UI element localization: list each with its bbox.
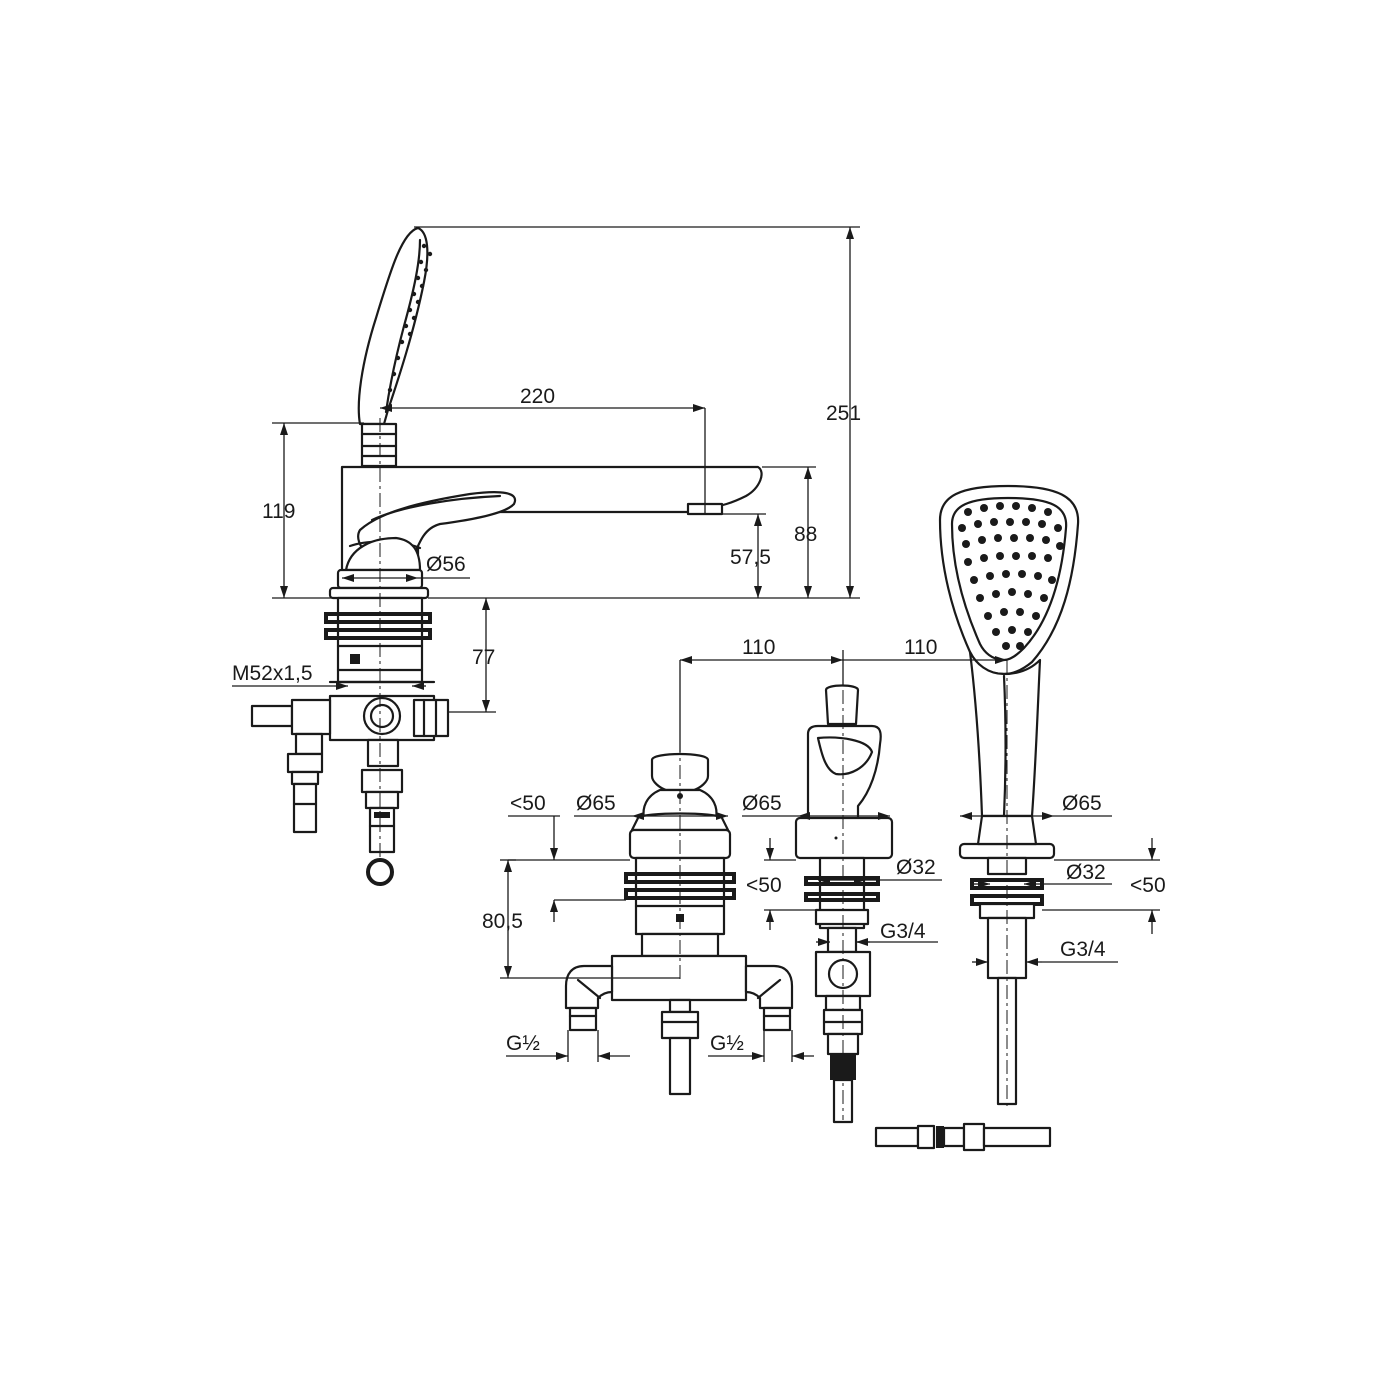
- mixing-valve-assembly: [564, 740, 794, 1096]
- label-spout-reach: 220: [520, 385, 555, 408]
- label-shower-thread: G3/4: [1060, 938, 1106, 961]
- label-inlet-right: G½: [710, 1032, 744, 1055]
- label-spout-height: 88: [794, 523, 817, 546]
- label-diverter-shank: Ø32: [896, 856, 936, 879]
- handshower-assembly: [874, 484, 1080, 1152]
- label-body-height: 119: [262, 500, 295, 523]
- diverter-rosette: [794, 816, 894, 860]
- label-connection-height: 77: [472, 646, 495, 669]
- label-spacing-right: 110: [904, 636, 937, 659]
- label-diverter-thread: G3/4: [880, 920, 926, 943]
- label-inlet-left: G½: [506, 1032, 540, 1055]
- handshower-resting: [357, 226, 429, 426]
- dimension-labels: 220 251 119 88 57,5 Ø56 77 M52x1,5 110 1…: [232, 385, 1166, 1055]
- label-valve-deck-max: <50: [510, 792, 546, 815]
- label-mount-thread: M52x1,5: [232, 662, 313, 685]
- label-total-height: 251: [826, 402, 861, 425]
- label-shower-rosette: Ø65: [1062, 792, 1102, 815]
- label-outlet-height: 57,5: [730, 546, 771, 569]
- label-base-diameter: Ø56: [426, 553, 466, 576]
- diverter-knob: [824, 684, 860, 726]
- label-diverter-deck-max: <50: [746, 874, 782, 897]
- label-shower-deck-max: <50: [1130, 874, 1166, 897]
- dimension-lines: [232, 226, 1160, 1062]
- handshower-nozzles: [387, 243, 433, 393]
- label-valve-rosette: Ø65: [576, 792, 616, 815]
- label-diverter-rosette: Ø65: [742, 792, 782, 815]
- label-shower-shank: Ø32: [1066, 861, 1106, 884]
- label-spacing-left: 110: [742, 636, 775, 659]
- hose-connector-piece: [874, 1122, 1052, 1152]
- label-valve-depth: 80,5: [482, 910, 523, 933]
- diverter-assembly: [794, 684, 894, 1124]
- handshower-spray-holes: [958, 502, 1064, 650]
